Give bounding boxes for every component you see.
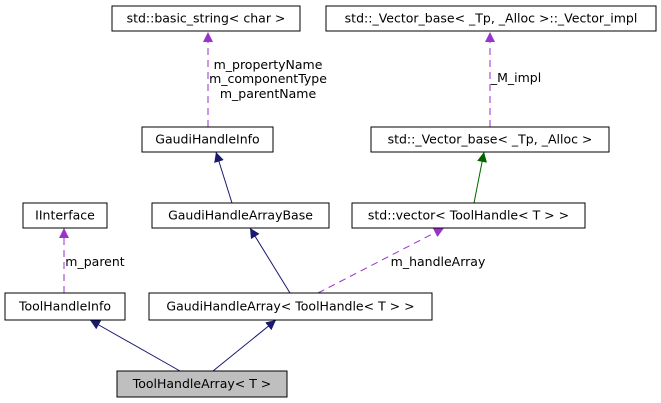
node-gaudi-handle-array[interactable]: GaudiHandleArray< ToolHandle< T > > xyxy=(148,292,433,321)
edge-label-m-parent: m_parent xyxy=(65,254,124,269)
node-std-vector[interactable]: std::vector< ToolHandle< T > > xyxy=(351,202,586,229)
edge-gaudi-handle-array-inherits-base xyxy=(249,227,291,294)
edge-label-string-members: m_propertyName m_componentType m_parentN… xyxy=(209,57,327,101)
node-gaudi-handle-info[interactable]: GaudiHandleInfo xyxy=(141,126,274,153)
node-tool-handle-info[interactable]: ToolHandleInfo xyxy=(4,292,126,321)
node-label: GaudiHandleArrayBase xyxy=(168,208,313,223)
node-vector-impl[interactable]: std::_Vector_base< _Tp, _Alloc >::_Vecto… xyxy=(325,5,657,32)
edge-label-m-component-type: m_componentType xyxy=(209,71,327,86)
node-gaudi-handle-array-base[interactable]: GaudiHandleArrayBase xyxy=(151,202,330,229)
edge-label-m-impl-group: _M_impl xyxy=(490,70,541,85)
node-iinterface[interactable]: IInterface xyxy=(22,202,108,229)
node-label: std::_Vector_base< _Tp, _Alloc >::_Vecto… xyxy=(345,11,638,26)
edges xyxy=(59,32,495,372)
edge-gaudi-handle-array-base-inherits-gaudi-handle-info xyxy=(214,151,233,204)
edge-label-m-parent-group: m_parent xyxy=(65,254,124,269)
node-label: IInterface xyxy=(35,208,95,223)
edge-label-m-handle-array-group: m_handleArray xyxy=(391,254,486,269)
edge-label-m-parent-name: m_parentName xyxy=(220,86,317,101)
node-label: std::_Vector_base< _Tp, _Alloc > xyxy=(388,132,593,147)
node-label: std::basic_string< char > xyxy=(127,11,286,26)
edge-label-m-impl: _M_impl xyxy=(490,70,541,85)
node-basic-string[interactable]: std::basic_string< char > xyxy=(111,5,301,32)
node-tool-handle-array[interactable]: ToolHandleArray< T > xyxy=(116,370,288,398)
node-label: ToolHandleInfo xyxy=(18,299,111,314)
edge-std-vector-inherits-vector-base xyxy=(473,151,487,204)
edge-tool-handle-array-inherits-tool-handle-info xyxy=(89,319,181,372)
edge-label-m-handle-array: m_handleArray xyxy=(391,254,486,269)
edge-label-m-property-name: m_propertyName xyxy=(214,57,323,72)
node-vector-base[interactable]: std::_Vector_base< _Tp, _Alloc > xyxy=(370,126,610,153)
node-label: GaudiHandleInfo xyxy=(155,132,259,147)
edge-tool-handle-array-inherits-gaudi-handle-array xyxy=(212,319,277,372)
node-label: ToolHandleArray< T > xyxy=(132,376,272,391)
node-label: std::vector< ToolHandle< T > > xyxy=(368,208,569,223)
node-label: GaudiHandleArray< ToolHandle< T > > xyxy=(166,299,414,314)
